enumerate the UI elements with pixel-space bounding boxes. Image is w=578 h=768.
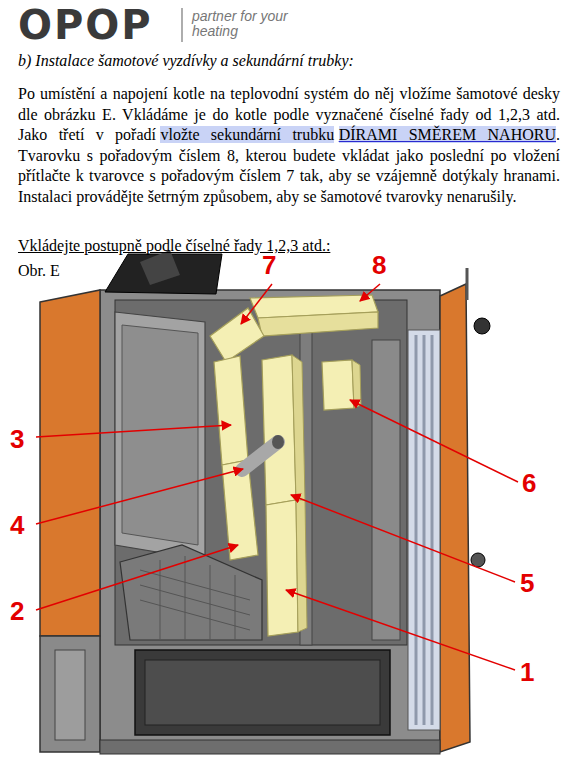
exchanger-pipe <box>415 335 418 725</box>
highlighted-underlined-text: DÍRAMI SMĚREM NAHORU <box>339 126 556 143</box>
firebrick-1 <box>266 500 298 636</box>
ash-drawer <box>135 650 390 735</box>
leader-line <box>36 545 238 610</box>
tube-end <box>272 435 284 449</box>
logo-tagline: partner for your heating <box>192 9 310 39</box>
secondary-tube <box>242 442 278 470</box>
firebrick-5-side <box>292 355 305 500</box>
firebrick-5 <box>262 355 296 505</box>
callout-number: 3 <box>10 424 24 455</box>
callout-number: 6 <box>522 468 536 499</box>
lower-door <box>40 636 100 752</box>
callout-number: 7 <box>262 250 276 281</box>
firebrick-8-front <box>258 312 378 336</box>
grate-bars <box>140 556 250 640</box>
firebrick-6 <box>322 360 354 410</box>
firebrick-1-side <box>296 500 307 632</box>
leader-line <box>350 400 518 482</box>
base <box>100 740 440 754</box>
right-side-panel <box>440 284 470 752</box>
loading-door-plate <box>115 312 205 560</box>
firebrick-3 <box>214 356 248 465</box>
sensor-rod <box>466 268 469 300</box>
rear-plate <box>372 340 400 640</box>
callout-number: 2 <box>10 596 24 627</box>
firebrick-6-side <box>352 360 361 408</box>
outlet-knob <box>471 553 485 567</box>
door-plate-inner <box>122 325 198 545</box>
leader-line <box>241 284 272 324</box>
heat-exchanger <box>408 330 440 730</box>
callout-number: 4 <box>10 510 24 541</box>
section-heading: b) Instalace šamotové vyzdívky a sekundá… <box>18 52 354 70</box>
ash-drawer-inner <box>145 660 380 725</box>
instruction-text: Vkládejte postupně podle číselné řady 1,… <box>18 237 330 255</box>
leader-line <box>360 284 380 301</box>
figure-label: Obr. E <box>18 262 60 280</box>
leader-line <box>286 590 515 670</box>
door-panel <box>55 650 85 740</box>
left-side-panel <box>40 290 100 636</box>
callout-number: 5 <box>520 568 534 599</box>
leader-line <box>291 495 515 582</box>
handle-lever <box>140 250 180 285</box>
leader-line <box>36 425 231 437</box>
combustion-chamber <box>115 300 407 645</box>
exchanger-pipe <box>431 335 434 725</box>
callout-number: 8 <box>372 250 386 281</box>
boiler-casing <box>100 290 440 750</box>
callout-number: 1 <box>520 657 534 688</box>
highlighted-text: vložte sekundární trubku <box>160 126 334 143</box>
firebrick-7 <box>210 308 264 362</box>
exchanger-pipe <box>423 335 426 725</box>
outlet-knob <box>474 318 490 334</box>
leader-line <box>36 469 243 524</box>
paragraph: Po umístění a napojení kotle na teplovod… <box>18 84 560 207</box>
logo-divider <box>181 8 182 42</box>
grate <box>120 545 262 640</box>
logo-wordmark: OPOP <box>18 2 153 48</box>
